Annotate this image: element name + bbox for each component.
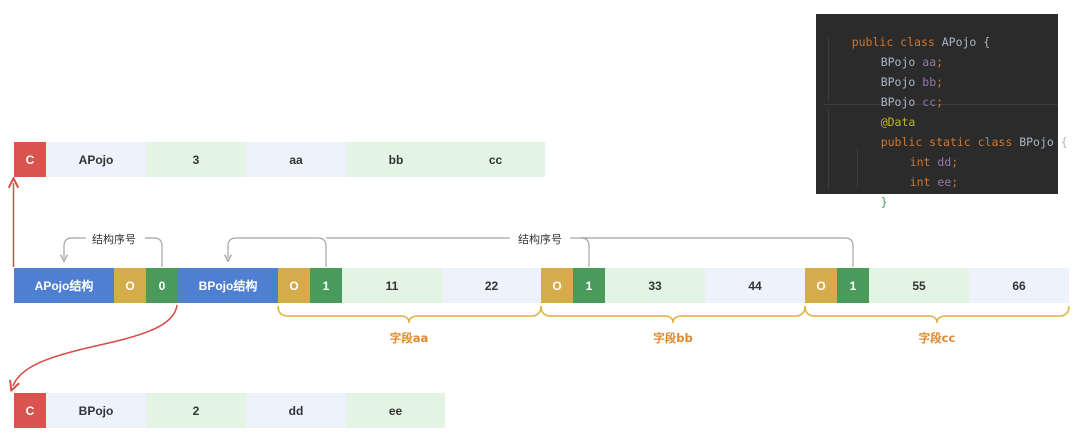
apojo-field-cc: cc: [446, 142, 545, 177]
field-bb-label: 字段bb: [653, 331, 692, 345]
code-panel: public class APojo { BPojo aa; BPojo bb;…: [816, 12, 1068, 209]
cc-struct-index: 1: [837, 268, 869, 303]
apojo-struct-block: APojo结构: [14, 268, 114, 303]
indent-guide: [828, 36, 829, 102]
code-field: cc: [922, 95, 937, 109]
bpojo-field-count: 2: [146, 393, 246, 428]
code-line-8: int ee;: [882, 152, 959, 189]
apojo-class-name: APojo: [46, 142, 146, 177]
code-line-3: BPojo bb;: [853, 52, 943, 89]
cc-value-ee: 66: [969, 268, 1069, 303]
bpojo-field-dd: dd: [246, 393, 346, 428]
bb-flag-o: O: [541, 268, 573, 303]
bpojo-field-ee: ee: [346, 393, 445, 428]
aa-value-dd: 11: [342, 268, 442, 303]
code-type: int: [909, 155, 931, 169]
code-separator: [824, 104, 1058, 105]
indent-guide: [828, 108, 829, 190]
aa-value-ee: 22: [442, 268, 541, 303]
bpojo-struct-block: BPojo结构: [178, 268, 278, 303]
cc-flag-o: O: [805, 268, 837, 303]
field-aa-label: 字段aa: [390, 331, 429, 345]
bpojo-reference-arrow: [13, 304, 178, 386]
code-type: int: [909, 175, 931, 189]
apojo-field-bb: bb: [346, 142, 446, 177]
code-brace: {: [1060, 135, 1068, 149]
code-brace: {: [983, 35, 991, 49]
code-line-6: public static class BPojo {: [853, 112, 1068, 149]
cc-value-dd: 55: [869, 268, 969, 303]
code-field: dd: [937, 155, 952, 169]
code-semicolon: ;: [951, 175, 959, 189]
apojo-field-count: 3: [146, 142, 246, 177]
code-line-9: }: [853, 172, 888, 209]
code-semicolon: ;: [936, 95, 944, 109]
field-bb-bracket: [540, 305, 806, 324]
code-semicolon: ;: [951, 155, 959, 169]
apojo-field-aa: aa: [246, 142, 346, 177]
bb-struct-index: 1: [573, 268, 605, 303]
aa-flag-o: O: [278, 268, 310, 303]
code-field: aa: [922, 55, 937, 69]
code-keyword: public class: [851, 35, 935, 49]
apojo-class-tag: C: [14, 142, 46, 177]
right-struct-index-connector: [228, 237, 327, 267]
struct-index-line-cc: [581, 237, 854, 267]
code-line-4: BPojo cc;: [853, 72, 943, 109]
code-line-1: public class APojo {: [824, 12, 991, 49]
code-brace: }: [880, 195, 888, 209]
code-semicolon: ;: [936, 75, 944, 89]
indent-guide: [857, 148, 858, 188]
code-annotation: @Data: [880, 115, 916, 129]
code-field: bb: [922, 75, 937, 89]
field-aa-bracket: [277, 305, 542, 324]
field-cc-label: 字段cc: [919, 331, 956, 345]
bb-value-dd: 33: [605, 268, 705, 303]
code-line-5: @Data: [853, 92, 916, 129]
aa-struct-index: 1: [310, 268, 342, 303]
code-type: BPojo: [880, 75, 916, 89]
code-line-2: BPojo aa;: [853, 32, 943, 69]
apojo-struct-index: 0: [146, 268, 178, 303]
code-semicolon: ;: [936, 55, 944, 69]
code-class-name: BPojo: [1019, 135, 1054, 149]
left-struct-index-connector: [64, 237, 163, 267]
struct-index-line-bb: [580, 237, 590, 267]
code-class-name: APojo: [941, 35, 977, 49]
bpojo-class-name: BPojo: [46, 393, 146, 428]
bpojo-class-tag: C: [14, 393, 46, 428]
code-keyword: public static class: [880, 135, 1013, 149]
left-connector-label: 结构序号: [92, 232, 136, 246]
field-cc-bracket: [804, 305, 1070, 324]
right-connector-label: 结构序号: [518, 232, 562, 246]
code-field: ee: [937, 175, 952, 189]
code-type: BPojo: [880, 95, 916, 109]
code-line-7: int dd;: [882, 132, 959, 169]
bb-value-ee: 44: [705, 268, 805, 303]
apojo-flag-o: O: [114, 268, 146, 303]
code-type: BPojo: [880, 55, 916, 69]
